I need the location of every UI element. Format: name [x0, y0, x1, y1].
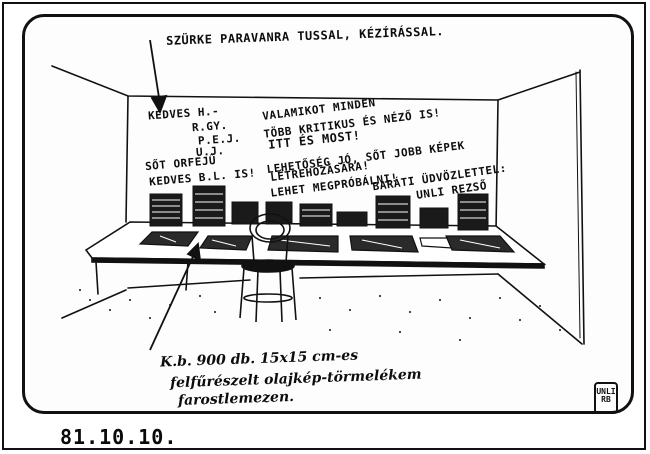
room-wall-line [61, 289, 127, 319]
panel-stack [149, 193, 183, 227]
room-wall-line [127, 273, 499, 289]
room-wall-line [125, 95, 129, 223]
room-wall-line [575, 71, 581, 339]
arrow-line [149, 249, 197, 351]
panel-stack [419, 207, 449, 229]
signature-monogram-line: UNLI [596, 387, 616, 396]
room-wall-line [495, 99, 499, 233]
table-edge [91, 257, 545, 269]
arrow-head [150, 94, 168, 115]
bottom-caption-line: farostlemezen. [177, 388, 295, 410]
greeting-line: R.GY. [191, 118, 229, 135]
room-wall-line [579, 69, 585, 345]
laid-panel [267, 235, 339, 253]
panel-stack [231, 201, 259, 225]
bentwood-chair [239, 213, 297, 323]
arrow-line [149, 39, 161, 105]
signature-monogram-line: RB [601, 395, 611, 404]
panel-stack [192, 185, 226, 227]
room-wall-line [51, 65, 581, 101]
table-leg [95, 261, 189, 295]
signature-monogram: UNLI RB [594, 382, 618, 414]
panel-stack [457, 193, 489, 231]
panel-stack [336, 211, 368, 227]
room-wall-line [497, 273, 583, 345]
date-label: 81.10.10. [60, 425, 178, 449]
arrow-head [186, 242, 202, 262]
panel-stack [299, 203, 333, 227]
floor-stipple [79, 289, 561, 341]
